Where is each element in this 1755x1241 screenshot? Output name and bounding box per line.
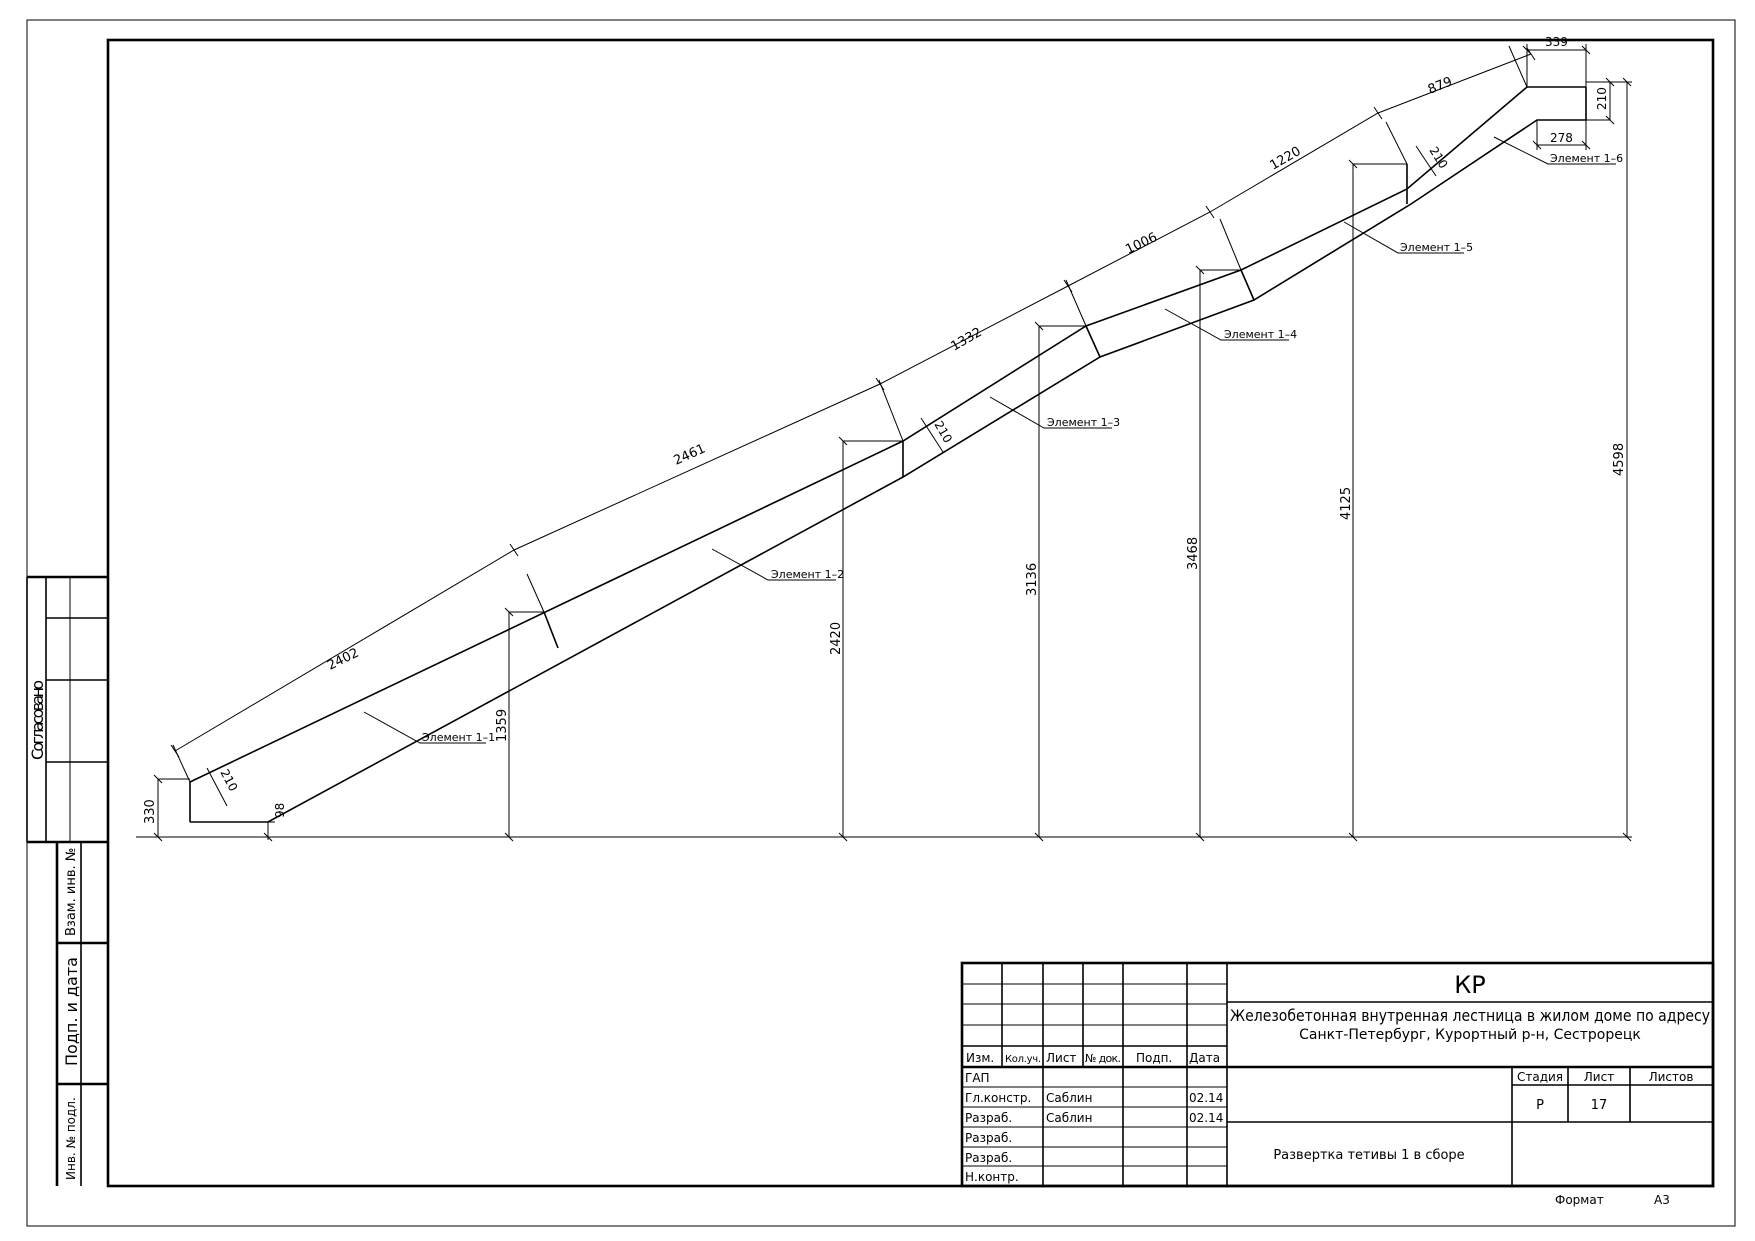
stringer-top-edge [189,86,1586,783]
role-3: Разраб. [965,1131,1012,1145]
agreed-label: Согласовано [28,680,47,760]
replace-inv-label: Взам. инв. № [64,848,79,936]
joint-1-2 [543,611,559,649]
dim-1220: 1220 [1268,144,1304,174]
role-2: Разраб. [965,1111,1012,1125]
dim-3468: 3468 [1186,537,1201,570]
element-label-1-1: Элемент 1–1 [422,731,495,744]
dim-1359: 1359 [495,709,510,742]
hdr-sign: Подп. [1136,1051,1172,1065]
role-0: ГАП [965,1071,990,1085]
dim-330: 330 [143,799,158,824]
hdr-count: Кол.уч. [1005,1054,1041,1065]
role-1: Гл.констр. [965,1091,1031,1105]
element-label-1-5: Элемент 1–5 [1400,241,1473,254]
dim-2420: 2420 [829,622,844,655]
margin-stamp: Согласовано Взам. инв. № Подп. и дата Ин… [26,575,108,1186]
element-label-1-3: Элемент 1–3 [1047,416,1120,429]
hdr-sheet: Лист [1046,1051,1076,1065]
inclined-dimension-line [174,53,1532,752]
hdr-change: Изм. [966,1051,994,1065]
stage-value: Р [1536,1098,1544,1113]
element-label-1-2: Элемент 1–2 [771,568,844,581]
stringer-bottom-edge [190,87,1587,823]
dim-thickness-2: 210 [931,419,955,446]
dim-98: 98 [273,803,287,818]
dim-1332: 1332 [949,325,985,355]
element-label-1-4: Элемент 1–4 [1224,328,1297,341]
project-line-1: Железобетонная внутренная лестница в жил… [1230,1006,1710,1025]
element-label-1-6: Элемент 1–6 [1550,152,1623,165]
format-label: Формат [1555,1193,1604,1207]
hdr-date: Дата [1189,1051,1220,1065]
sheet-value: 17 [1591,1098,1608,1113]
joint-4-5 [1240,269,1255,301]
format-value: А3 [1654,1193,1670,1207]
date-1: 02.14 [1189,1091,1223,1105]
dim-278: 278 [1550,131,1573,145]
dim-4125: 4125 [1339,487,1354,520]
dim-339: 339 [1545,35,1568,49]
sheet-label: Лист [1584,1070,1614,1084]
hdr-doc: № док. [1085,1052,1121,1065]
joint-3-4 [1085,325,1101,358]
role-4: Разраб. [965,1151,1012,1165]
stage-label: Стадия [1517,1070,1563,1084]
drawing-frame [106,38,1715,1188]
stringer-drawing: Элемент 1–1 Элемент 1–2 Элемент 1–3 Элем… [136,35,1632,842]
inv-orig-label: Инв. № подл. [64,1097,78,1180]
dim-1006: 1006 [1123,230,1159,258]
name-1: Саблин [1046,1091,1092,1105]
project-line-2: Санкт-Петербург, Курортный р-н, Сестроре… [1299,1027,1641,1043]
dim-4598: 4598 [1612,443,1627,476]
dim-3136: 3136 [1025,563,1040,596]
dim-thickness-1: 210 [217,767,240,794]
sign-date-label: Подп. и дата [62,957,81,1066]
dim-879: 879 [1426,75,1455,98]
dim-thickness-4: 210 [1595,87,1609,110]
title-block: Изм. Кол.уч. Лист № док. Подп. Дата ГАП … [960,961,1715,1207]
project-code: КР [1454,971,1486,999]
name-2: Саблин [1046,1111,1092,1125]
role-5: Н.контр. [965,1170,1019,1184]
dim-2402: 2402 [325,646,361,674]
sheets-label: Листов [1649,1070,1694,1084]
sheet-title: Развертка тетивы 1 в сборе [1273,1148,1464,1163]
sheet-trim-frame [26,19,1736,1227]
date-2: 02.14 [1189,1111,1223,1125]
